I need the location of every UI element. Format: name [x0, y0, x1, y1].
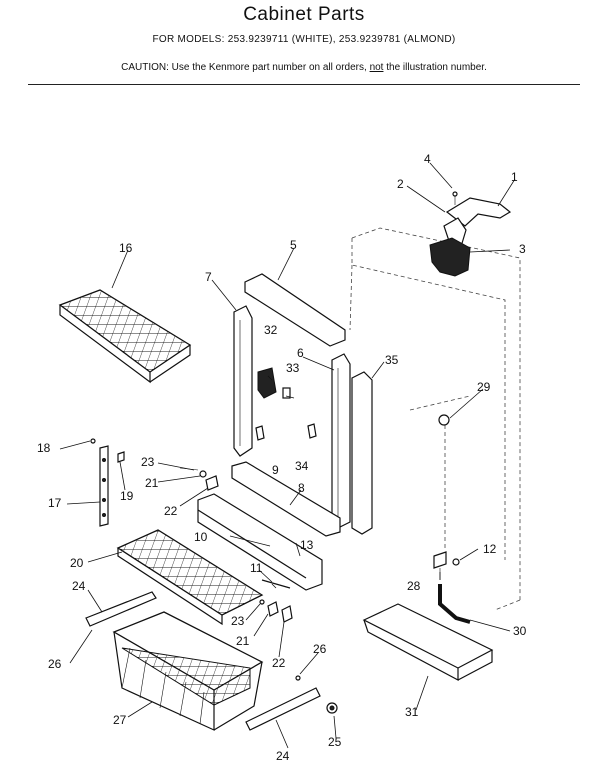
callout-9: 9 [272, 463, 279, 477]
callout-31: 31 [405, 705, 419, 719]
leader-lines [59, 162, 516, 749]
lower-wire-shelf [116, 529, 264, 626]
callout-30: 30 [513, 624, 527, 638]
shelf-hardware-lower [259, 599, 293, 623]
callout-3: 3 [519, 242, 526, 256]
trim-clips [255, 423, 317, 441]
callout-1: 1 [511, 170, 518, 184]
callout-21-lower: 21 [236, 634, 250, 648]
callout-32: 32 [264, 323, 278, 337]
callout-17: 17 [48, 496, 62, 510]
caution-line: CAUTION: Use the Kenmore part number on … [0, 62, 608, 73]
callout-7: 7 [205, 270, 212, 284]
callout-25: 25 [328, 735, 342, 749]
caution-text: CAUTION: Use the Kenmore part number on … [121, 62, 370, 73]
cabinet-plug [438, 414, 450, 426]
basket-rail-upper [85, 591, 157, 627]
right-door-trim [331, 353, 351, 529]
top-door-trim [244, 273, 346, 347]
callout-28: 28 [407, 579, 421, 593]
wire-basket [112, 611, 264, 731]
callout-16: 16 [119, 241, 133, 255]
callout-20: 20 [70, 556, 84, 570]
drain-tube [438, 584, 471, 624]
callout-23-upper: 23 [141, 455, 155, 469]
callout-18: 18 [37, 441, 51, 455]
callout-8: 8 [298, 481, 305, 495]
callout-6: 6 [297, 346, 304, 360]
callout-26-left: 26 [48, 657, 62, 671]
callout-4: 4 [424, 152, 431, 166]
caution-text-end: the illustration number. [383, 62, 487, 73]
callout-24-lower: 24 [276, 749, 290, 763]
callout-22-upper: 22 [164, 504, 178, 518]
callout-13: 13 [300, 538, 314, 552]
callout-5: 5 [290, 238, 297, 252]
leveling-hardware [433, 551, 460, 580]
callout-21-upper: 21 [145, 476, 159, 490]
callout-11: 11 [250, 561, 263, 575]
header-divider [28, 84, 580, 85]
callout-19: 19 [120, 489, 134, 503]
callout-2: 2 [397, 177, 404, 191]
callout-labels: 1 2 3 4 5 6 7 8 9 10 11 12 13 16 17 18 1… [37, 152, 527, 763]
drip-pan [362, 603, 494, 681]
top-hinge-assembly [429, 191, 512, 277]
callout-12: 12 [483, 542, 497, 556]
left-door-trim [233, 305, 253, 457]
callout-22-lower: 22 [272, 656, 286, 670]
callout-24-upper: 24 [72, 579, 86, 593]
callout-26-right: 26 [313, 642, 327, 656]
callout-34: 34 [295, 459, 309, 473]
callout-10: 10 [194, 530, 208, 544]
callout-27: 27 [113, 713, 127, 727]
callout-29: 29 [477, 380, 491, 394]
page-title: Cabinet Parts [243, 4, 365, 25]
callout-33: 33 [286, 361, 300, 375]
bottom-door-trim [231, 461, 341, 537]
screw-11 [261, 579, 291, 589]
callout-23-lower: 23 [231, 614, 245, 628]
door-gasket-strip [351, 371, 373, 535]
models-line: FOR MODELS: 253.9239711 (WHITE), 253.923… [152, 34, 456, 45]
kickplate [197, 493, 323, 591]
caution-emphasis: not [369, 62, 384, 73]
shelf-hardware-upper [179, 467, 219, 491]
basket-rail-lower [245, 675, 338, 731]
callout-35: 35 [385, 353, 399, 367]
shelf-bracket [90, 438, 125, 527]
upper-wire-shelf [58, 289, 192, 384]
door-latch-parts [257, 367, 291, 399]
